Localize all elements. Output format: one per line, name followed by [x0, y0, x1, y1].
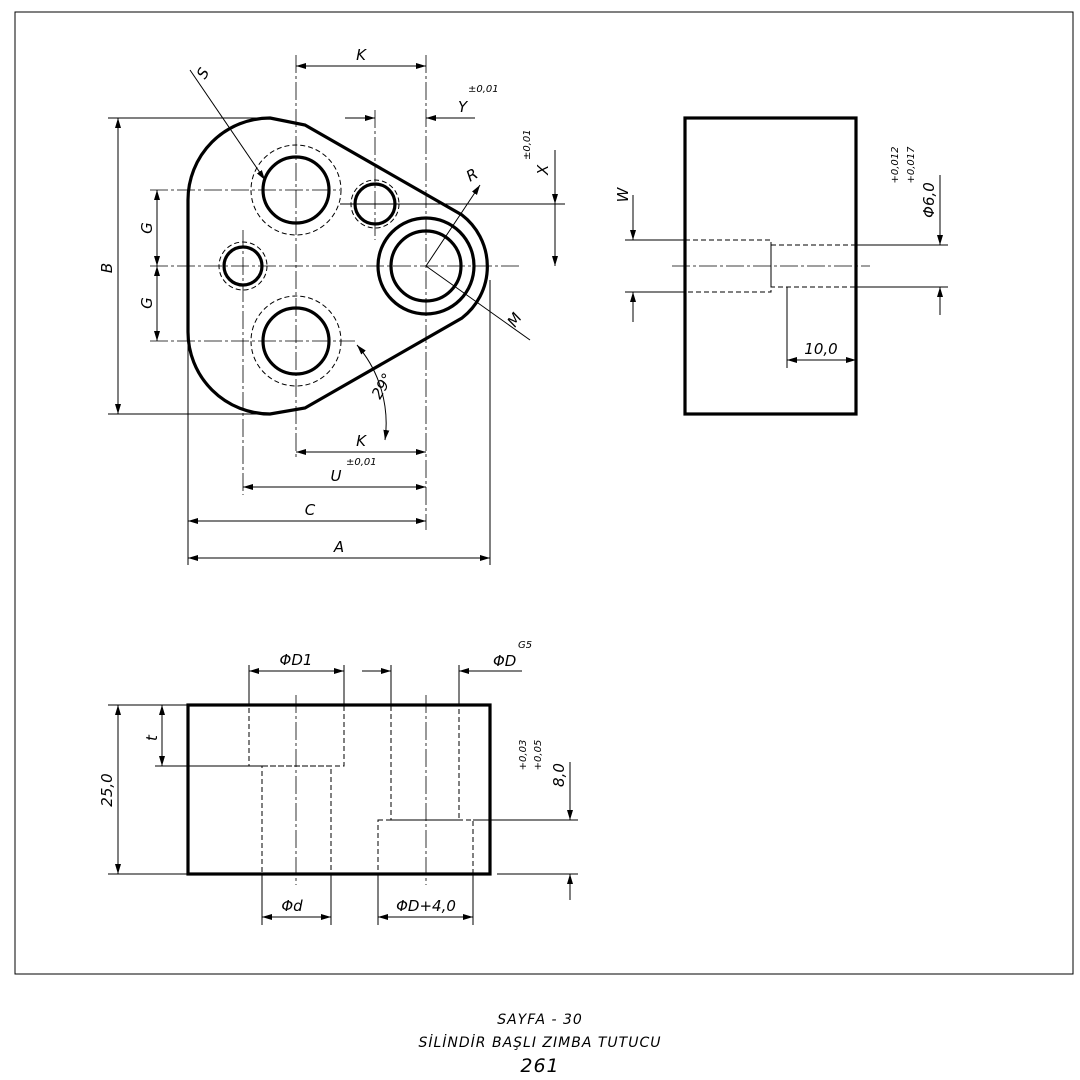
label-height: 25,0	[98, 773, 116, 806]
top-view: K Y ±0,01 S X ±0,01 R M B G G 29° K U ±0…	[98, 46, 565, 565]
front-outline	[186, 703, 492, 876]
label-Y: Y	[458, 98, 469, 116]
label-K-bottom: K	[356, 432, 367, 450]
label-dia-tol-lower: +0,012	[890, 146, 901, 183]
drawing-number: 261	[520, 1055, 560, 1077]
label-A: A	[333, 538, 344, 556]
label-U-tol: ±0,01	[346, 457, 377, 468]
label-B: B	[98, 263, 116, 273]
holder-outline	[186, 116, 489, 416]
counterbore-D1	[248, 704, 345, 767]
label-X-tol: ±0,01	[522, 129, 533, 160]
label-angle: 29°	[368, 370, 397, 402]
label-d: Φd	[281, 897, 303, 915]
label-Y-tol: ±0,01	[468, 84, 499, 95]
label-R: R	[463, 165, 481, 186]
label-G-lower: G	[138, 297, 156, 309]
dim-angle	[356, 344, 390, 441]
leader-R	[425, 184, 481, 267]
label-M: M	[504, 309, 526, 330]
label-X: X	[534, 164, 552, 176]
label-W: W	[614, 186, 632, 202]
label-C: C	[305, 501, 316, 519]
drawing-title: SİLİNDİR BAŞLI ZIMBA TUTUCU	[418, 1035, 662, 1051]
counterbore-D4	[377, 819, 474, 875]
label-t: t	[143, 734, 161, 741]
leader-M	[425, 265, 531, 341]
label-D4: ΦD+4,0	[396, 897, 456, 915]
label-depth-tol-lower: +0,03	[518, 740, 529, 771]
bore-d	[261, 765, 332, 875]
side-view: W Φ6,0 +0,017 +0,012 10,0	[614, 116, 948, 416]
bore-D	[390, 704, 460, 821]
label-depth-front: 8,0	[550, 763, 568, 787]
label-dia: Φ6,0	[920, 182, 938, 218]
label-K-top: K	[356, 46, 367, 64]
label-depth-tol-upper: +0,05	[533, 740, 544, 771]
label-D: ΦD	[493, 652, 516, 670]
leader-S	[189, 69, 266, 181]
label-depth: 10,0	[804, 340, 837, 358]
front-view: ΦD1 ΦD G5 t 25,0 8,0 +0,05 +0,03 Φd ΦD+4…	[98, 640, 578, 925]
label-D1: ΦD1	[280, 651, 313, 669]
page-label: SAYFA - 30	[497, 1012, 583, 1028]
label-U: U	[331, 467, 342, 485]
label-G-upper: G	[138, 222, 156, 234]
drawing-frame	[14, 11, 1074, 975]
label-dia-tol-upper: +0,017	[906, 146, 917, 184]
label-D-fit: G5	[518, 640, 532, 651]
